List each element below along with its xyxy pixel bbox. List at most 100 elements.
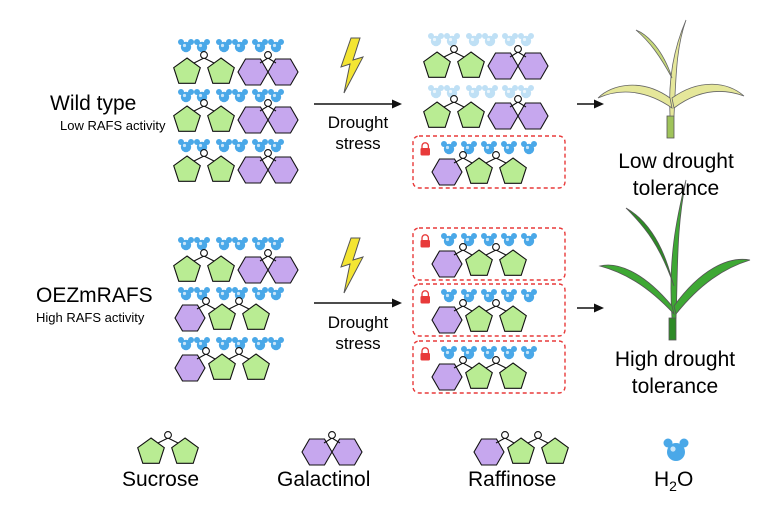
plant-wilted-icon — [597, 19, 745, 139]
oxygen-atom — [264, 51, 272, 59]
glucose-ring — [541, 437, 569, 464]
oxygen-atom — [459, 299, 467, 307]
oxygen-atom — [264, 249, 272, 257]
water-molecule-icon — [481, 233, 497, 247]
water-molecule-icon — [252, 39, 268, 53]
water-molecule-icon — [232, 139, 248, 153]
water-molecule-icon — [501, 233, 517, 247]
oxygen-atom — [514, 45, 522, 53]
glucose-ring — [173, 57, 201, 84]
water-molecule-icon — [252, 337, 268, 351]
wt-right-row-1 — [423, 33, 549, 80]
water-molecule-icon — [232, 89, 248, 103]
wild-type-title: Wild type — [50, 92, 137, 115]
glucose-ring — [208, 303, 236, 330]
glucose-ring — [207, 255, 235, 282]
glucose-ring — [173, 255, 201, 282]
lock-icon — [420, 290, 430, 304]
water-molecule-icon — [178, 39, 194, 53]
arrow-right-icon — [577, 99, 604, 109]
galactose-ring — [237, 58, 269, 86]
wt-right-row-2 — [423, 85, 549, 130]
galactose-ring — [431, 158, 463, 186]
oxygen-atom — [459, 151, 467, 159]
arrow-right-icon — [577, 303, 604, 313]
glucose-ring — [457, 51, 485, 78]
water-molecule-icon — [216, 287, 232, 301]
glucose-ring — [208, 353, 236, 380]
water-molecule-icon — [252, 139, 268, 153]
oxygen-atom — [200, 149, 208, 157]
glucose-ring — [499, 305, 527, 332]
water-molecule-icon — [461, 289, 477, 303]
oe-stress-label: Drought stress — [310, 312, 406, 354]
oxygen-atom — [492, 299, 500, 307]
water-molecule-icon — [481, 141, 497, 155]
wt-locked-raffinose — [412, 135, 566, 189]
water-molecule-icon — [178, 287, 194, 301]
wild-type-stress-line2: stress — [335, 134, 381, 153]
legend-water-label: H2O — [654, 468, 693, 494]
wt-left-row-3 — [173, 139, 299, 184]
oxygen-atom — [235, 347, 243, 355]
oe-result-label: High drought tolerance — [590, 346, 760, 400]
oxygen-atom — [514, 95, 522, 103]
water-molecule-icon — [428, 33, 444, 47]
water-molecule-icon — [268, 237, 284, 251]
legend-water-icon — [663, 438, 689, 461]
wild-type-result-line2: tolerance — [632, 177, 720, 200]
wt-left-row-2 — [173, 89, 299, 134]
oxygen-atom — [264, 99, 272, 107]
water-molecule-icon — [268, 337, 284, 351]
glucose-ring — [171, 437, 199, 464]
water-molecule-icon — [268, 89, 284, 103]
plant-healthy-icon — [598, 179, 751, 341]
glucose-ring — [207, 155, 235, 182]
water-molecule-icon — [178, 139, 194, 153]
galactose-ring — [331, 438, 363, 466]
oxygen-atom — [450, 45, 458, 53]
legend-water-h: H — [654, 468, 670, 491]
water-molecule-icon — [252, 287, 268, 301]
water-molecule-icon — [268, 287, 284, 301]
galactose-ring — [301, 438, 333, 466]
oxygen-atom — [328, 431, 336, 439]
water-molecule-icon — [501, 289, 517, 303]
galactose-ring — [431, 363, 463, 391]
water-molecule-icon — [441, 141, 457, 155]
glucose-ring — [242, 303, 270, 330]
water-molecule-icon — [521, 233, 537, 247]
water-molecule-icon — [178, 337, 194, 351]
oxygen-atom — [459, 243, 467, 251]
glucose-ring — [507, 437, 535, 464]
water-molecule-icon — [502, 33, 518, 47]
glucose-ring — [207, 57, 235, 84]
oxygen-atom — [492, 356, 500, 364]
water-molecule-icon — [428, 85, 444, 99]
water-molecule-icon — [518, 33, 534, 47]
galactose-ring — [487, 102, 519, 130]
galactose-ring — [267, 106, 299, 134]
water-molecule-icon — [466, 33, 482, 47]
oxygen-atom — [450, 95, 458, 103]
glucose-ring — [173, 155, 201, 182]
lock-icon — [420, 347, 430, 361]
oxygen-atom — [202, 297, 210, 305]
water-molecule-icon — [466, 85, 482, 99]
legend-galactinol-icon — [301, 431, 363, 466]
galactose-ring — [431, 250, 463, 278]
water-molecule-icon — [521, 346, 537, 360]
water-molecule-icon — [252, 237, 268, 251]
oxygen-atom — [202, 347, 210, 355]
oe-title: OEZmRAFS — [36, 284, 153, 307]
lock-icon — [420, 234, 430, 248]
galactose-ring — [487, 52, 519, 80]
glucose-ring — [465, 362, 493, 389]
legend-raffinose-icon — [473, 431, 569, 466]
oxygen-atom — [264, 149, 272, 157]
galactose-ring — [237, 256, 269, 284]
galactose-ring — [237, 156, 269, 184]
water-molecule-icon — [178, 237, 194, 251]
